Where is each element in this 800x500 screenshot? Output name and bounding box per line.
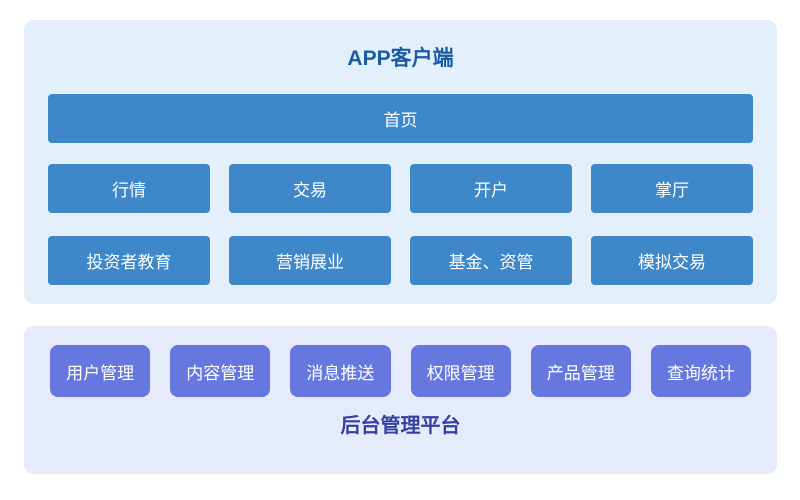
home-row: 首页 (48, 94, 753, 143)
trade-block: 交易 (229, 164, 391, 213)
admin-panel-title: 后台管理平台 (340, 415, 461, 437)
simulated-trading-block: 模拟交易 (591, 236, 753, 285)
app-panel-title: APP客户端 (347, 47, 454, 70)
marketing-block: 营销展业 (229, 236, 391, 285)
fund-asset-management-block: 基金、资管 (410, 236, 572, 285)
admin-platform-panel: 用户管理 内容管理 消息推送 权限管理 产品管理 查询统计 后台管理平台 (24, 326, 777, 474)
app-modules-row-1: 行情 交易 开户 掌厅 (48, 164, 753, 213)
market-block: 行情 (48, 164, 210, 213)
product-management-block: 产品管理 (530, 345, 631, 397)
palm-hall-block: 掌厅 (591, 164, 753, 213)
app-modules-row-2: 投资者教育 营销展业 基金、资管 模拟交易 (48, 236, 753, 285)
content-management-block: 内容管理 (170, 345, 271, 397)
app-client-panel: APP客户端 首页 行情 交易 开户 掌厅 投资者教育 营销展业 基金、资管 模… (24, 20, 777, 304)
investor-education-block: 投资者教育 (48, 236, 210, 285)
permission-management-block: 权限管理 (410, 345, 511, 397)
admin-modules-row: 用户管理 内容管理 消息推送 权限管理 产品管理 查询统计 (50, 345, 752, 397)
account-opening-block: 开户 (410, 164, 572, 213)
message-push-block: 消息推送 (290, 345, 391, 397)
home-block: 首页 (48, 94, 753, 143)
user-management-block: 用户管理 (50, 345, 151, 397)
query-statistics-block: 查询统计 (650, 345, 752, 397)
